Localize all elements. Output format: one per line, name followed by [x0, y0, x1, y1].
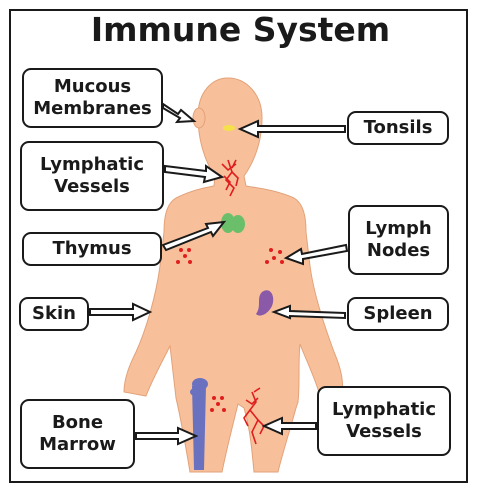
label-mucous-membranes: Mucous Membranes: [22, 68, 163, 128]
arrow-lymphatic-vessels-legs: [261, 416, 317, 436]
label-skin: Skin: [19, 297, 89, 331]
lymph-nodes-left: [176, 248, 192, 264]
label-thymus: Thymus: [22, 232, 162, 266]
lymph-nodes-groin: [210, 396, 226, 412]
label-lymph-nodes: Lymph Nodes: [348, 205, 449, 275]
arrow-lymphatic-vessels-neck: [164, 164, 225, 184]
pointer-arrows: [89, 102, 349, 446]
page-title: Immune System: [90, 10, 391, 49]
label-spleen: Spleen: [347, 297, 449, 331]
arrow-bone-marrow: [135, 426, 199, 446]
bone-marrow-organ: [190, 378, 208, 470]
neck-lymph-vessels: [221, 159, 239, 197]
body-silhouette: [123, 77, 343, 473]
label-lymphatic-vessels-legs: Lymphatic Vessels: [317, 386, 451, 456]
spleen-organ: [256, 290, 274, 316]
thymus-organ: [221, 213, 245, 233]
arrow-lymph-nodes: [283, 243, 349, 266]
label-bone-marrow: Bone Marrow: [20, 399, 135, 469]
arrow-skin: [89, 302, 153, 322]
arrow-mucous-membranes: [162, 102, 197, 124]
label-lymphatic-vessels-neck: Lymphatic Vessels: [20, 141, 164, 211]
label-tonsils: Tonsils: [347, 111, 449, 145]
human-body: [123, 77, 343, 473]
arrow-tonsils: [237, 119, 346, 139]
arrow-thymus: [161, 220, 227, 252]
tonsils-organ: [223, 125, 235, 131]
arrow-spleen: [271, 304, 346, 320]
ear: [192, 107, 206, 129]
lymph-nodes-right: [265, 248, 284, 264]
